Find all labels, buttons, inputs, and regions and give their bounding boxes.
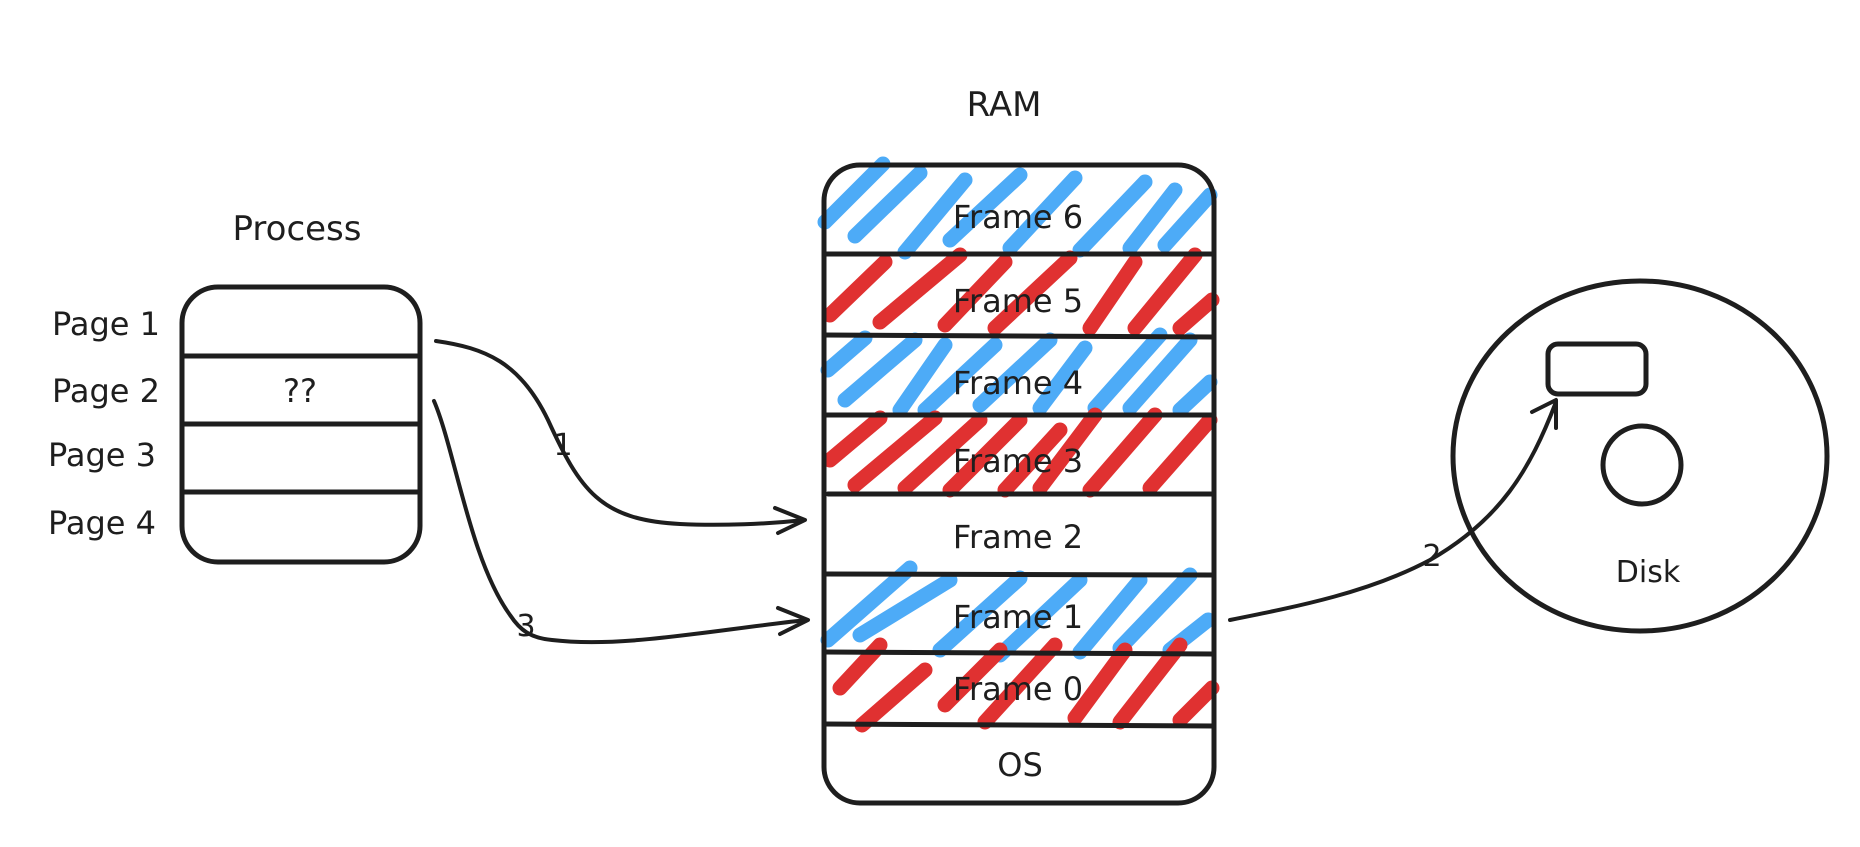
disk-block — [1545, 341, 1649, 397]
hatch-frame-3 — [822, 407, 1218, 498]
arrow-label-2: 2 — [1422, 539, 1441, 574]
frame-label-5: Frame 5 — [953, 282, 1083, 320]
arrow-1: 1 — [434, 339, 807, 535]
frame-label-1: Frame 1 — [953, 598, 1083, 636]
arrow-2: 2 — [1228, 398, 1558, 622]
frame-label-4: Frame 4 — [953, 364, 1083, 402]
disk-group: Disk — [1450, 278, 1830, 634]
process-group: Process ?? Page 1 Page 2 Page 3 Page 4 — [48, 209, 423, 565]
disk-platter — [1450, 278, 1830, 634]
frame-label-2: Frame 2 — [953, 518, 1083, 556]
frame-divider — [821, 332, 1217, 340]
process-title: Process — [233, 209, 362, 249]
hatch-frame-4 — [820, 327, 1218, 418]
hatch-frame-0 — [832, 637, 1220, 733]
ram-title: RAM — [967, 85, 1042, 125]
disk-title: Disk — [1616, 555, 1681, 590]
ram-box — [821, 162, 1217, 806]
frame-label-6: Frame 6 — [953, 198, 1083, 236]
frame-divider — [821, 571, 1217, 578]
frame-divider — [821, 649, 1217, 657]
page-label-2: Page 2 — [52, 372, 160, 410]
frame-label-3: Frame 3 — [953, 442, 1083, 480]
hatch-frame-1 — [820, 560, 1216, 663]
hatch-frame-5 — [822, 247, 1220, 336]
disk-spindle — [1600, 423, 1684, 507]
arrow-3: 3 — [432, 399, 810, 645]
arrow-label-1: 1 — [553, 428, 572, 463]
page-2-unknown: ?? — [283, 372, 317, 410]
frame-divider — [821, 721, 1217, 729]
ram-group: RAM — [817, 85, 1220, 806]
frame-label-0: Frame 0 — [953, 670, 1083, 708]
page-label-3: Page 3 — [48, 436, 156, 474]
hatch-frame-6 — [817, 156, 1218, 260]
page-label-4: Page 4 — [48, 504, 156, 542]
page-label-1: Page 1 — [52, 305, 160, 343]
os-label: OS — [997, 746, 1043, 784]
arrow-label-3: 3 — [516, 609, 535, 644]
